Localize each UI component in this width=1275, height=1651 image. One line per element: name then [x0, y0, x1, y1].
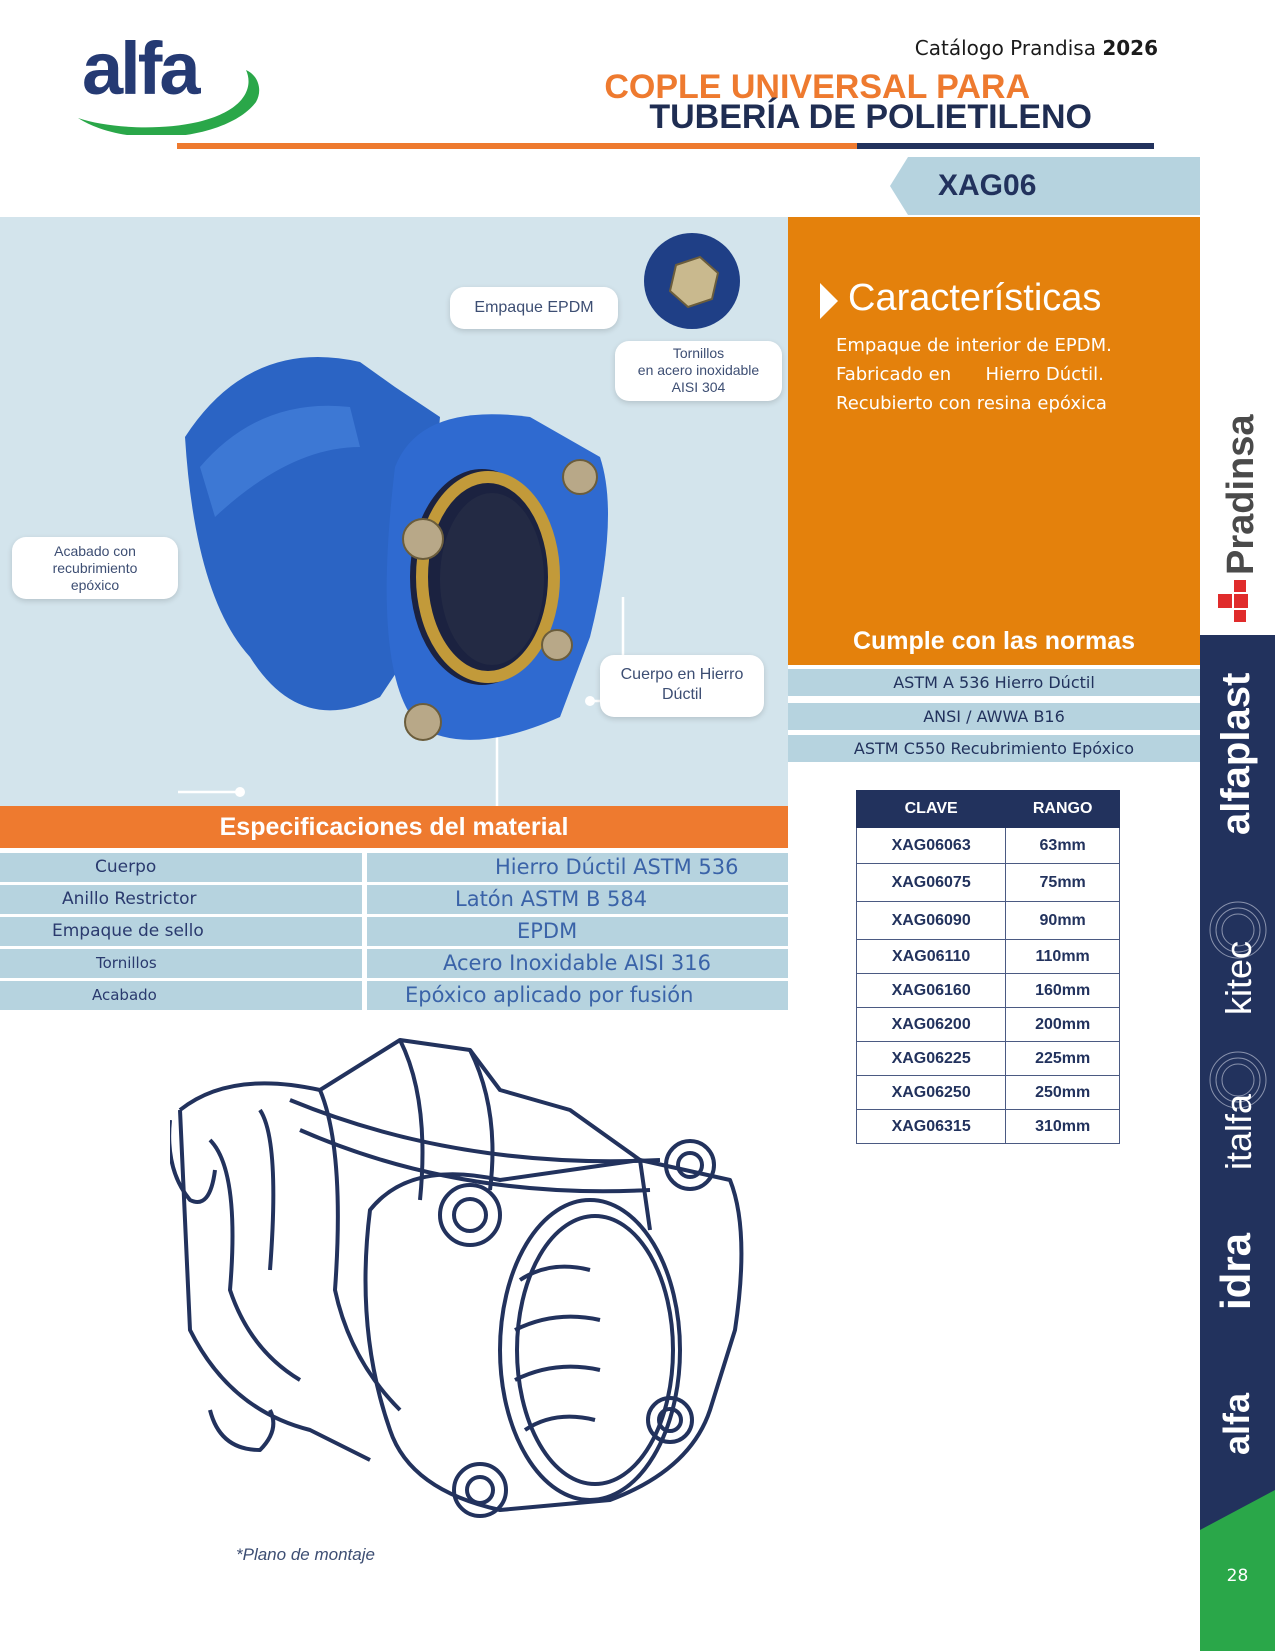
- spec-row: Empaque de sello EPDM: [0, 917, 788, 946]
- brand-alfa: alfa: [1216, 1392, 1257, 1455]
- product-code-tab: XAG06: [890, 157, 1200, 215]
- feature-item: Empaque de interior de EPDM.: [836, 335, 1112, 356]
- norms-title: Cumple con las normas: [852, 627, 1136, 655]
- kitec-rings-icon: [1209, 901, 1267, 959]
- specs-title: Especificaciones del material: [0, 806, 788, 848]
- product-photo-panel: Empaque EPDM Tornillos en acero inoxidab…: [0, 217, 788, 806]
- page-number: 28: [1226, 1566, 1249, 1586]
- norm-row: ASTM A 536 Hierro Dúctil: [788, 669, 1200, 696]
- assembly-drawing: [170, 1038, 744, 1518]
- table-header-row: CLAVE RANGO: [855, 790, 1120, 828]
- norm-row: ASTM C550 Recubrimiento Epóxico: [788, 735, 1200, 762]
- page-title-line1: COPLE UNIVERSAL PARA: [604, 68, 1030, 106]
- catalog-label: Catálogo Prandisa 2026: [914, 36, 1158, 60]
- features-title: Características: [848, 277, 1102, 319]
- spec-row: Cuerpo Hierro Dúctil ASTM 536: [0, 853, 788, 882]
- sidebar-top: [1200, 215, 1275, 635]
- play-arrow-icon: [820, 283, 838, 319]
- header-rule-orange: [177, 143, 857, 149]
- callout-empaque: Empaque EPDM: [450, 287, 618, 329]
- header-rule-navy: [857, 143, 1154, 149]
- italfa-rings-icon: [1209, 1051, 1267, 1109]
- brand-sidebar: alfaplast kitec italfa idra alfa: [1200, 635, 1275, 1651]
- coupling-photo: [178, 233, 740, 806]
- product-code: XAG06: [938, 169, 1037, 202]
- callout-acabado: Acabado con recubrimiento epóxico: [12, 537, 178, 599]
- drawing-caption: *Plano de montaje: [236, 1545, 375, 1564]
- brand-kitec: kitec: [1218, 940, 1259, 1015]
- callout-tornillos: Tornillos en acero inoxidable AISI 304: [615, 341, 782, 401]
- pradinsa-mark-icon: [1218, 580, 1248, 622]
- brand-italfa: italfa: [1218, 1093, 1259, 1170]
- features-panel: Características Empaque de interior de E…: [788, 217, 1200, 665]
- callout-cuerpo: Cuerpo en Hierro Dúctil: [600, 655, 764, 717]
- alfa-logo: alfa: [78, 27, 268, 135]
- table-header: CLAVE: [855, 790, 1007, 828]
- spec-row: Acabado Epóxico aplicado por fusión: [0, 981, 788, 1010]
- brand-alfaplast: alfaplast: [1214, 672, 1258, 835]
- feature-item: Fabricado en Hierro Dúctil.: [836, 364, 1104, 385]
- brand-idra: idra: [1212, 1232, 1259, 1310]
- spec-row: Tornillos Acero Inoxidable AISI 316: [0, 949, 788, 978]
- brand-pradinsa: Pradinsa: [1220, 414, 1262, 575]
- table-header: RANGO: [1005, 790, 1120, 828]
- page-title-line2: TUBERÍA DE POLIETILENO: [649, 98, 1092, 136]
- norm-row: ANSI / AWWA B16: [788, 703, 1200, 730]
- spec-row: Anillo Restrictor Latón ASTM B 584: [0, 885, 788, 914]
- feature-item: Recubierto con resina epóxica: [836, 393, 1107, 414]
